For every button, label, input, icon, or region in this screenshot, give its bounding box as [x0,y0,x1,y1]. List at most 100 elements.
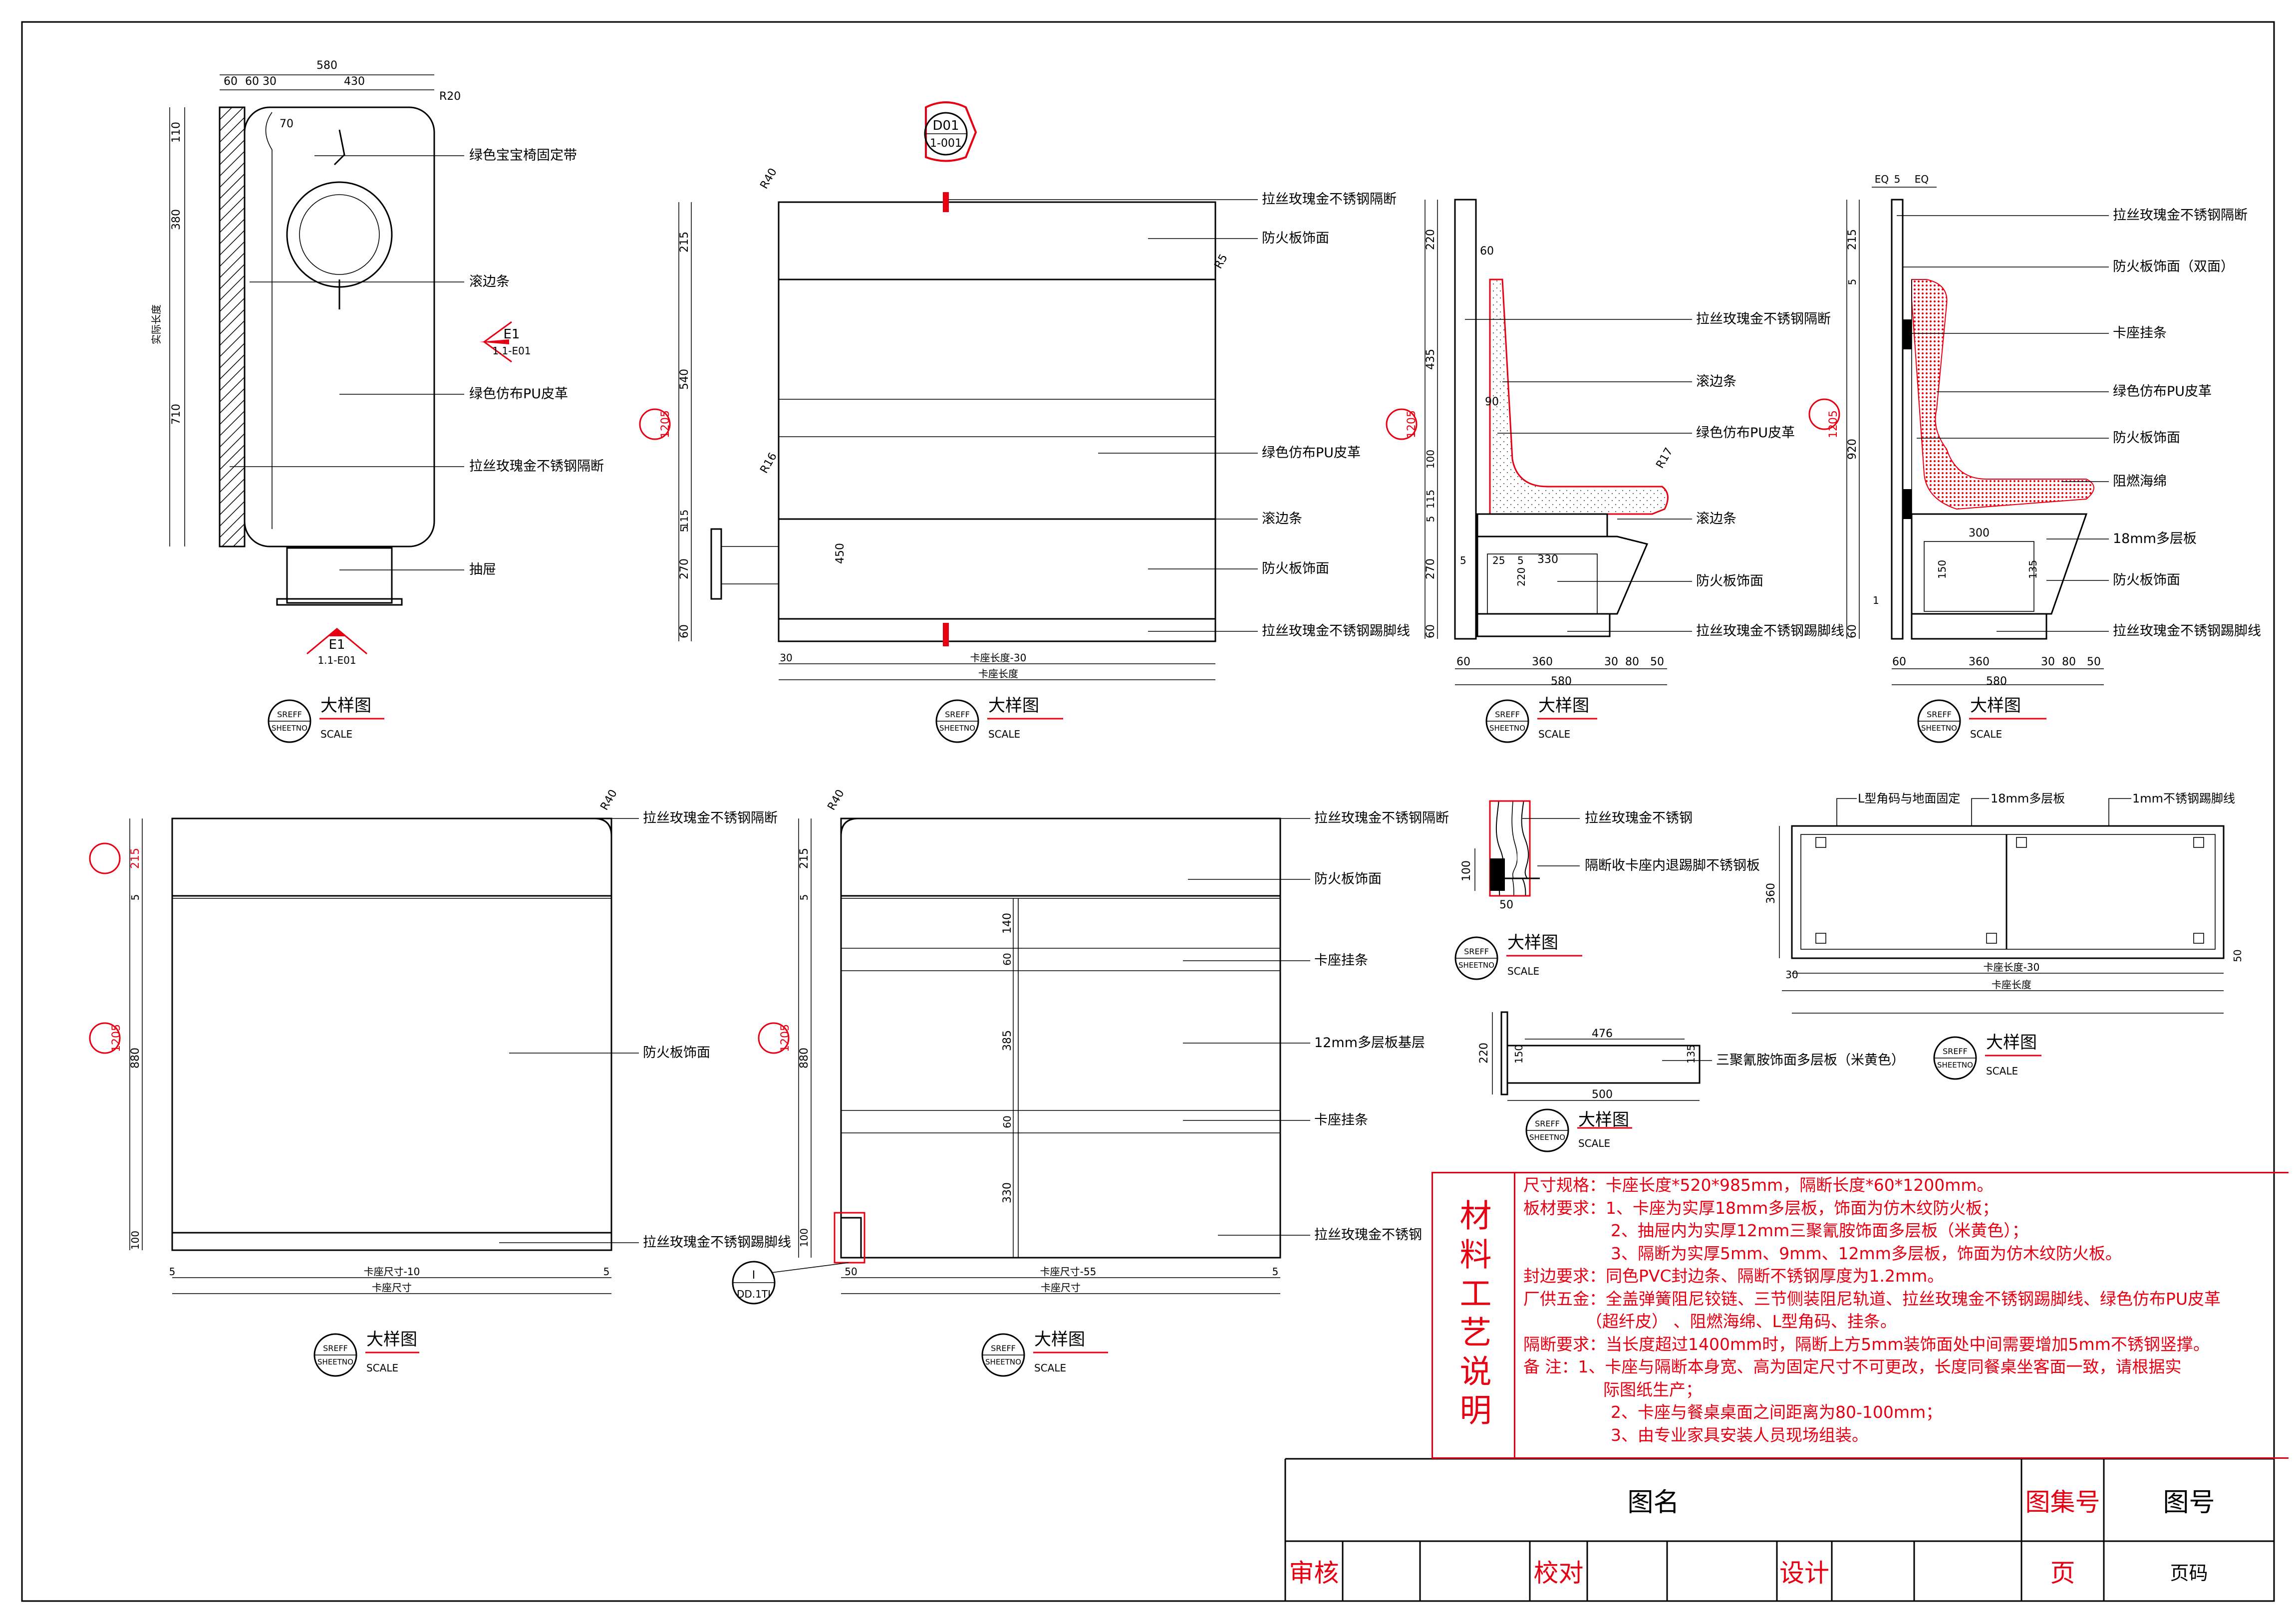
material-notes-text: 尺寸规格：卡座长度*520*985mm，隔断长度*60*1200mm。 板材要求… [1523,1174,2282,1446]
svg-text:防火板饰面: 防火板饰面 [1262,231,1329,246]
title-block-grid [1284,1458,2274,1601]
svg-text:100: 100 [1460,860,1473,881]
svg-text:拉丝玫瑰金不锈钢踢脚线: 拉丝玫瑰金不锈钢踢脚线 [643,1235,791,1250]
view3-partition [1454,199,1477,640]
svg-text:25: 25 [1492,554,1505,566]
svg-text:EQ: EQ [1915,173,1929,185]
svg-text:SHEETNO: SHEETNO [1529,1133,1565,1142]
caption-3: SREFF SHEETNO 大样图 SCALE [1485,696,1597,743]
svg-text:215: 215 [1846,229,1859,250]
svg-text:阻燃海绵: 阻燃海绵 [2113,474,2167,489]
view9-base-plan: 360 30 50 卡座长度-30 卡座长度 L型角码与地面固定 18mm多层板… [1765,792,2244,1014]
svg-text:拉丝玫瑰金不锈钢踢脚线: 拉丝玫瑰金不锈钢踢脚线 [1696,623,1844,639]
svg-text:E1: E1 [329,637,345,652]
svg-text:R40: R40 [758,166,780,191]
svg-text:隔断收卡座内退踢脚不锈钢板: 隔断收卡座内退踢脚不锈钢板 [1585,858,1760,873]
svg-text:DD.1TI: DD.1TI [737,1288,771,1300]
svg-text:绿色仿布PU皮革: 绿色仿布PU皮革 [469,386,568,402]
svg-text:绿色仿布PU皮革: 绿色仿布PU皮革 [2113,384,2212,399]
note-line: 3、隔断为实厚5mm、9mm、12mm多层板，饰面为仿木纹防火板。 [1611,1243,2122,1263]
svg-text:50: 50 [2232,949,2244,962]
svg-text:135: 135 [2027,560,2039,579]
view8-drawer [1506,1045,1701,1084]
svg-text:卡座长度-30: 卡座长度-30 [970,652,1027,664]
note-line: 厂供五金：全盖弹簧阻尼铰链、三节侧装阻尼轨道、拉丝玫瑰金不锈钢踢脚线、绿色仿布P… [1523,1289,2221,1309]
view7-kick-detail: 100 50 拉丝玫瑰金不锈钢 隔断收卡座内退踢脚不锈钢板 [1460,800,1760,911]
svg-text:SCALE: SCALE [1507,965,1539,977]
title-block-drawing-no: 图号 [2163,1488,2215,1518]
view4-base [1911,513,2088,615]
title-block-check: 校对 [1533,1559,1584,1588]
svg-text:SREFF: SREFF [1927,710,1952,719]
svg-text:E1: E1 [504,327,520,342]
svg-text:1.1-E01: 1.1-E01 [492,345,531,357]
svg-text:卡座挂条: 卡座挂条 [2113,325,2167,341]
svg-text:50: 50 [2087,656,2101,668]
svg-text:SHEETNO: SHEETNO [1921,724,1957,733]
svg-text:大样图: 大样图 [988,696,1039,716]
svg-text:三聚氰胺饰面多层板（米黄色）: 三聚氰胺饰面多层板（米黄色） [1716,1053,1905,1068]
svg-text:385: 385 [1001,1030,1014,1051]
svg-text:滚边条: 滚边条 [1696,374,1736,389]
view4-section-partition: EQ 5 EQ 215 5 920 1205 60 300 150 135 1 … [1808,173,2261,688]
svg-text:卡座挂条: 卡座挂条 [1314,1112,1368,1128]
svg-text:215: 215 [798,848,811,869]
svg-text:500: 500 [1592,1088,1613,1101]
svg-text:30: 30 [1604,656,1618,668]
view2-kick-plate [778,618,1216,642]
svg-text:滚边条: 滚边条 [1262,511,1302,527]
svg-text:920: 920 [1846,439,1859,460]
caption-1: SREFF SHEETNO 大样图 SCALE [268,696,384,743]
svg-text:50: 50 [1650,656,1664,668]
svg-text:SCALE: SCALE [1538,728,1570,740]
svg-text:5: 5 [169,1266,176,1278]
svg-text:SCALE: SCALE [1034,1362,1066,1374]
svg-text:大样图: 大样图 [1507,933,1558,953]
svg-text:100: 100 [798,1228,810,1247]
svg-text:EQ: EQ [1875,173,1889,185]
view3-section: 220 435 1205 100 115 5 270 60 60 90 R17 … [1386,199,1844,688]
svg-text:SREFF: SREFF [323,1344,348,1353]
svg-text:880: 880 [129,1048,142,1069]
svg-text:80: 80 [2062,656,2076,668]
svg-text:绿色仿布PU皮革: 绿色仿布PU皮革 [1696,425,1795,441]
svg-text:SCALE: SCALE [320,728,352,740]
view6-frame [840,817,1281,1259]
caption-6: SREFF SHEETNO 大样图 SCALE [981,1330,1108,1377]
svg-text:150: 150 [1513,1045,1525,1064]
svg-text:110: 110 [170,122,183,143]
svg-text:SREFF: SREFF [1535,1119,1560,1128]
svg-text:SREFF: SREFF [991,1344,1016,1353]
view9-base-outline [1791,825,2225,959]
view1-partition [219,106,246,547]
svg-text:330: 330 [1537,553,1558,566]
svg-text:140: 140 [1001,913,1014,934]
svg-text:卡座长度: 卡座长度 [1992,979,2031,991]
view5-partition-face: 215 5 1205 880 100 R40 卡座尺寸-10 卡座尺寸 5 5 … [89,788,791,1294]
svg-text:5: 5 [1425,516,1436,523]
material-notes-title: 材料工艺说明 [1432,1172,1515,1459]
svg-text:大样图: 大样图 [1538,696,1589,716]
svg-text:540: 540 [678,369,691,390]
svg-text:SREFF: SREFF [277,710,302,719]
svg-text:115: 115 [1425,490,1436,509]
svg-text:60: 60 [1001,1115,1013,1128]
svg-text:防火板饰面: 防火板饰面 [2113,430,2180,446]
svg-text:360: 360 [1765,883,1777,904]
note-line: 板材要求：1、卡座为实厚18mm多层板，饰面为仿木纹防火板； [1523,1198,1999,1218]
svg-text:476: 476 [1592,1028,1613,1040]
svg-text:50: 50 [845,1266,857,1278]
view4-drawer [1924,541,2034,612]
svg-text:拉丝玫瑰金不锈钢隔断: 拉丝玫瑰金不锈钢隔断 [1314,811,1449,826]
svg-text:拉丝玫瑰金不锈钢隔断: 拉丝玫瑰金不锈钢隔断 [643,811,778,826]
svg-text:R40: R40 [598,788,620,812]
svg-text:580: 580 [1551,675,1572,688]
svg-text:防火板饰面: 防火板饰面 [1696,573,1763,589]
svg-text:60: 60 [1846,624,1859,638]
svg-text:60: 60 [224,75,238,88]
title-block-drawing-name: 图名 [1627,1488,1680,1518]
svg-text:5: 5 [1272,1266,1279,1278]
caption-4: SREFF SHEETNO 大样图 SCALE [1917,696,2046,743]
view5-panel [171,817,612,1251]
view1-side-elevation: 580 430 60 60 30 R20 110 380 710 实际长度 70… [150,59,604,666]
